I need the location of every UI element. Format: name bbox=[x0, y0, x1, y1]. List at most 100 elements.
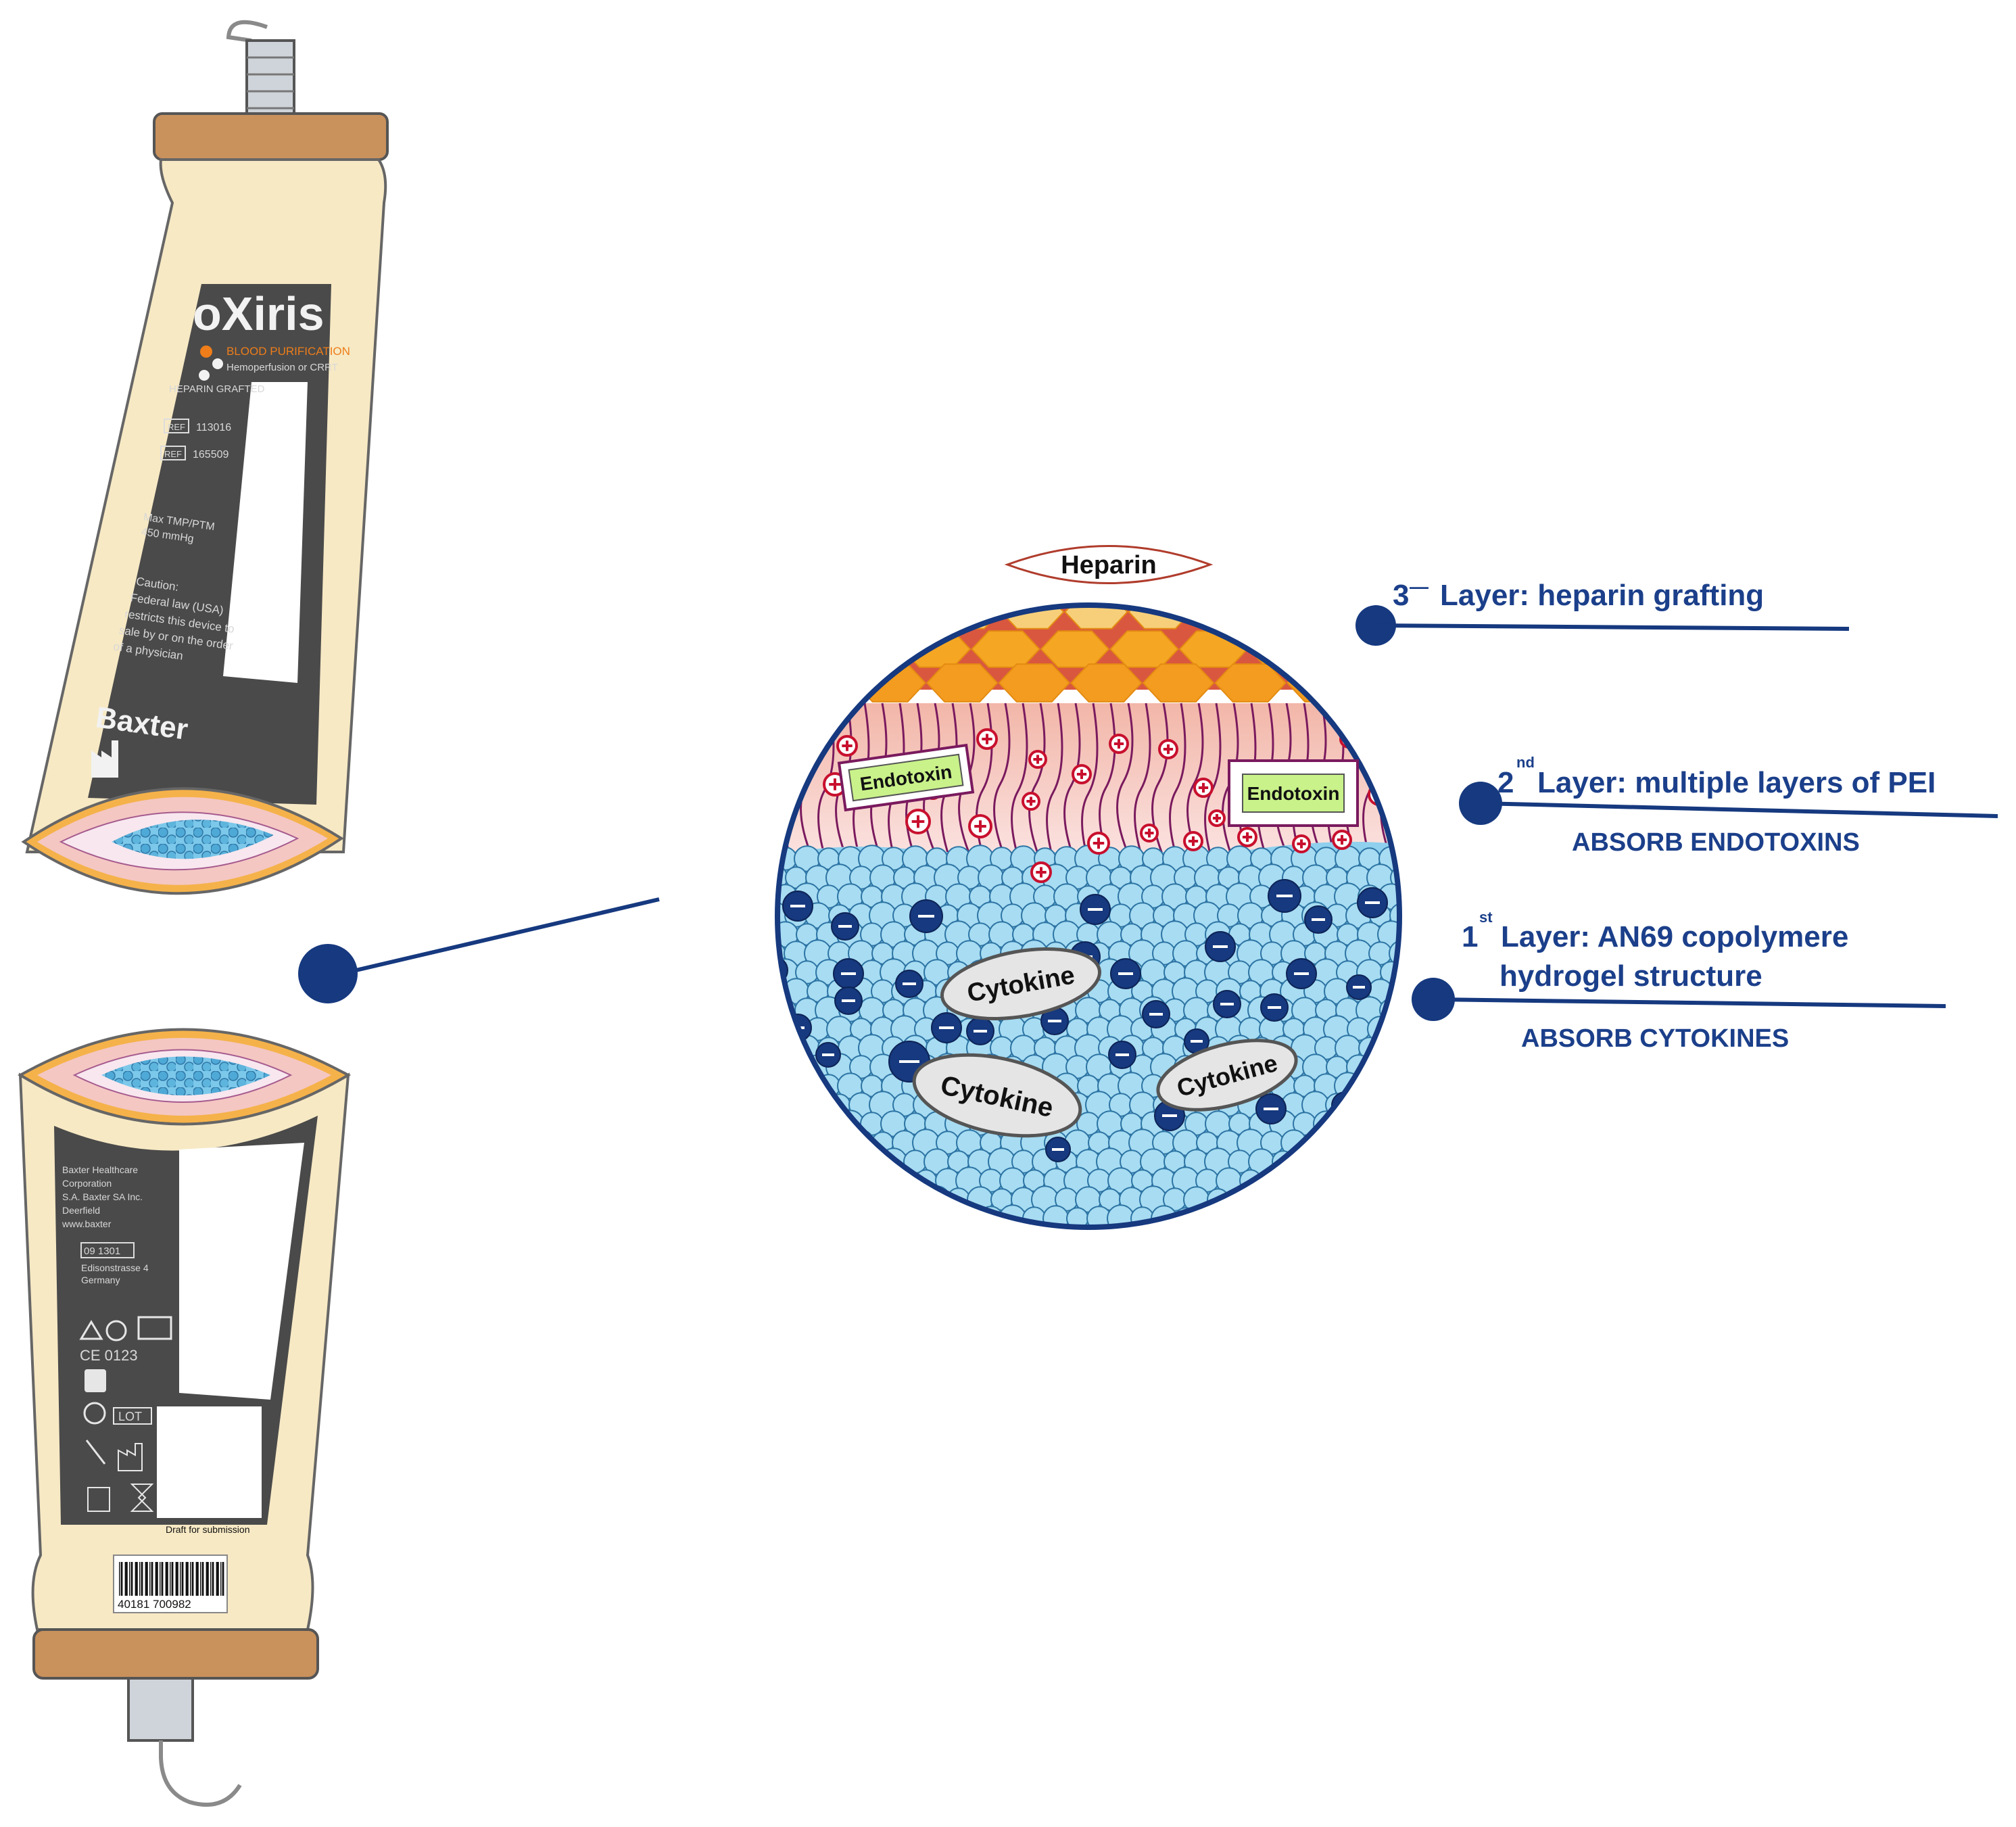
lot-box bbox=[113, 1407, 152, 1425]
layer2-subtitle: ABSORB ENDOTOXINS bbox=[1572, 828, 1860, 857]
warning-symbols bbox=[79, 1316, 172, 1342]
book-icon bbox=[87, 1487, 110, 1512]
hydrogel-cell bbox=[1355, 1185, 1384, 1214]
hydrogel-cell bbox=[1391, 1018, 1399, 1041]
barcode-bar bbox=[201, 1562, 204, 1596]
thread-lines bbox=[247, 56, 294, 110]
hydrogel-cell bbox=[839, 1150, 862, 1173]
barcode-bar bbox=[222, 1562, 224, 1596]
barcode-bar bbox=[180, 1562, 181, 1596]
hexagon bbox=[998, 663, 1071, 703]
polymer-strand bbox=[1169, 703, 1186, 879]
hydrogel-cell bbox=[816, 1111, 842, 1137]
barcode-bar bbox=[139, 1562, 141, 1596]
cap-top bbox=[153, 112, 389, 161]
ref-number-2: 165509 bbox=[193, 449, 229, 460]
hydrogel-cell bbox=[1366, 1053, 1395, 1081]
hydrogel-cell bbox=[890, 1204, 919, 1227]
hydrogel-cell bbox=[783, 1167, 810, 1194]
hexagon bbox=[1191, 605, 1256, 630]
tubing-top bbox=[226, 20, 268, 43]
layer3-number: 3 bbox=[1393, 579, 1409, 612]
barcode-bar bbox=[191, 1562, 194, 1596]
hydrogel-cell bbox=[1323, 1204, 1351, 1227]
callout-layer-3: 3 — Layer: heparin grafting bbox=[1355, 576, 1850, 646]
code-number: 09 1301 bbox=[84, 1245, 120, 1257]
hydrogel-cell bbox=[795, 1149, 819, 1174]
street-line-1: Edisonstrasse 4 bbox=[81, 1262, 149, 1273]
hydrogel-cell bbox=[1368, 1168, 1393, 1193]
hydrogel-cell bbox=[1347, 1206, 1371, 1227]
barcode-bar bbox=[195, 1562, 199, 1596]
heparin-label: Heparin bbox=[1061, 551, 1156, 579]
layer1-superscript: st bbox=[1479, 909, 1493, 926]
hydrogel-cell bbox=[934, 1205, 961, 1227]
hydrogel-cell bbox=[1391, 1207, 1399, 1227]
address-text: Baxter Healthcare Corporation S.A. Baxte… bbox=[62, 1164, 143, 1229]
barcode-bar bbox=[129, 1562, 130, 1596]
barcode-number: 40181 700982 bbox=[118, 1598, 191, 1611]
hydrogel-cell bbox=[1337, 1112, 1360, 1135]
hydrogel-cell bbox=[1379, 1187, 1399, 1212]
hydrogel-cell bbox=[827, 1131, 852, 1155]
hydrogel-cell bbox=[1402, 886, 1423, 907]
barcode-bar bbox=[220, 1562, 222, 1596]
cytokine-molecule-2: Cytokine bbox=[912, 1053, 1082, 1138]
hydrogel-cell bbox=[1399, 845, 1426, 872]
hexagon bbox=[1142, 663, 1215, 703]
no-reuse-icon bbox=[85, 1440, 106, 1465]
barcode-bar bbox=[145, 1562, 148, 1596]
hydrogel-cell bbox=[870, 1206, 896, 1227]
connector-top bbox=[245, 39, 295, 120]
ref-number-1: 113016 bbox=[196, 422, 231, 433]
hydrogel-cell bbox=[1378, 1072, 1399, 1099]
barcode-bar bbox=[212, 1562, 214, 1596]
magnified-membrane bbox=[777, 605, 1426, 1227]
barcode-bar bbox=[124, 1562, 128, 1596]
polymer-strand bbox=[1134, 703, 1151, 876]
hydrogel-cell bbox=[1259, 1205, 1286, 1227]
connector-bottom bbox=[127, 1677, 194, 1742]
label-window-top bbox=[223, 382, 308, 683]
hydrogel-cell bbox=[1324, 1167, 1351, 1194]
sterile-icon bbox=[85, 1369, 106, 1392]
hydrogel-cell bbox=[838, 1187, 863, 1212]
hydrogel-cell bbox=[882, 1188, 905, 1211]
hydrogel-cell bbox=[1271, 1187, 1295, 1212]
cytokine-molecule-1: Cytokine bbox=[940, 947, 1102, 1021]
hydrogel-cell bbox=[1402, 1075, 1423, 1096]
hydrogel-cell bbox=[777, 1016, 788, 1042]
hydrogel-cell bbox=[914, 1206, 938, 1227]
lot-window bbox=[157, 1406, 262, 1518]
callout-layer-1: 1 st Layer: AN69 copolymere hydrogel str… bbox=[1412, 909, 1946, 1053]
callout-layer-2: 2 nd Layer: multiple layers of PEI ABSOR… bbox=[1459, 754, 1998, 857]
hydrogel-cell bbox=[871, 1168, 895, 1193]
barcode-bar bbox=[141, 1562, 143, 1596]
hydrogel-cell bbox=[1315, 1188, 1338, 1211]
hydrogel-cell bbox=[1356, 1148, 1383, 1175]
hydrogel-cell bbox=[777, 1168, 787, 1193]
hexagon bbox=[926, 663, 999, 703]
hydrogel-cell bbox=[1247, 1185, 1276, 1214]
layer2-number: 2 bbox=[1497, 766, 1514, 799]
connector-dot bbox=[298, 944, 358, 1003]
polymer-strand bbox=[1011, 703, 1028, 880]
hydrogel-cell bbox=[1388, 1166, 1399, 1195]
hydrogel-cell bbox=[1377, 1110, 1399, 1138]
hydrogel-cell bbox=[1367, 1205, 1394, 1227]
factory-icon-bottom bbox=[118, 1443, 143, 1471]
hourglass-icon bbox=[130, 1484, 154, 1512]
hexagon bbox=[1358, 663, 1399, 703]
hydrogel-cell bbox=[903, 1187, 928, 1212]
heparin-molecule: Heparin bbox=[1004, 545, 1214, 584]
info-circle-icon bbox=[105, 1320, 127, 1342]
tubing-bottom bbox=[159, 1740, 242, 1807]
hydrogel-cell bbox=[1401, 960, 1424, 984]
hydrogel-cell bbox=[1357, 1111, 1383, 1137]
lot-label: LOT bbox=[118, 1410, 142, 1423]
layer1-number: 1 bbox=[1462, 920, 1478, 953]
endotoxin-molecule-2: Endotoxin bbox=[1228, 759, 1359, 827]
layer1-text-line1: Layer: AN69 copolymere bbox=[1501, 920, 1848, 953]
hexagon bbox=[1255, 605, 1320, 630]
hexagon bbox=[873, 605, 937, 630]
